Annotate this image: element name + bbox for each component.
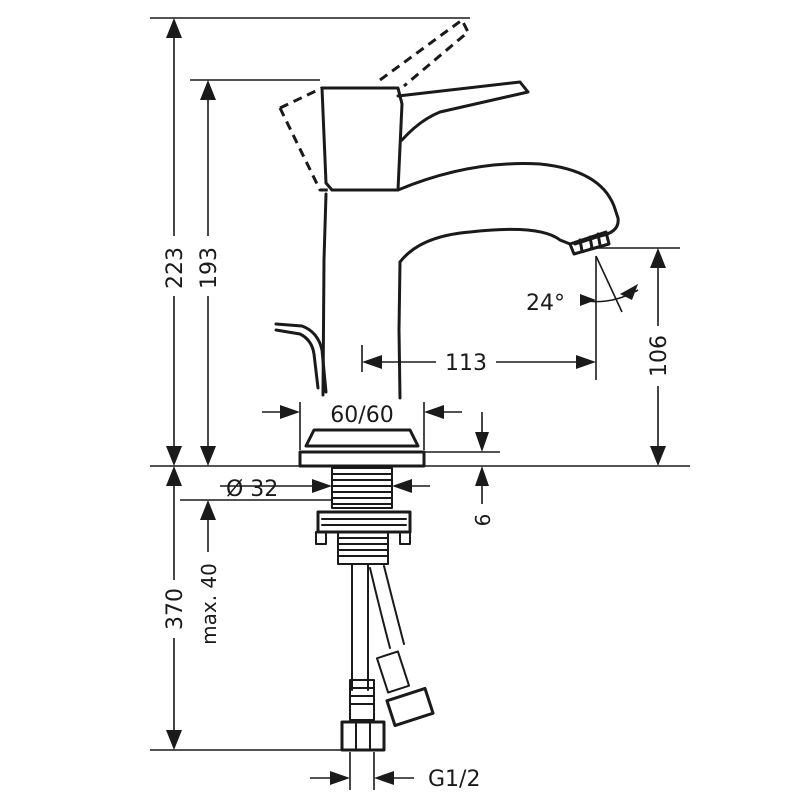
dim-6: 6: [471, 412, 495, 526]
dim-193: 193: [194, 80, 222, 466]
label-223: 223: [163, 247, 188, 289]
shank-thread: [331, 467, 393, 509]
dim-106: 106: [644, 248, 672, 466]
lock-nut: [316, 510, 412, 534]
label-60-60: 60/60: [330, 403, 393, 428]
hose-nut-right: [385, 686, 435, 728]
dim-g12: G1/2: [310, 752, 480, 792]
dim-60-60: 60/60: [262, 402, 462, 450]
popup-rod: [274, 322, 328, 394]
dim-223: 223: [160, 18, 188, 466]
spout-under: [398, 227, 572, 264]
mounting-shank: [315, 467, 412, 565]
label-max40: max. 40: [197, 563, 221, 645]
dim-d32: Ø 32: [220, 477, 430, 502]
body-right-edge: [397, 260, 402, 400]
label-24deg: 24°: [526, 291, 565, 316]
lever-open-dashed: [278, 18, 470, 192]
base-flare: [304, 428, 420, 448]
dim-113: 113: [361, 256, 597, 380]
faucet-body: [274, 18, 620, 468]
label-g12: G1/2: [428, 767, 480, 792]
handle-block: [320, 86, 404, 192]
spout-top: [330, 162, 620, 246]
hose-nut-left: [340, 720, 386, 752]
reference-lines: [150, 17, 690, 751]
label-6: 6: [471, 514, 495, 527]
lever: [396, 80, 530, 142]
label-106: 106: [647, 335, 672, 377]
supply-hoses: [340, 563, 435, 752]
label-193: 193: [197, 247, 222, 289]
label-370: 370: [163, 588, 188, 630]
hose-fitting-left: [349, 679, 375, 721]
dim-370: 370: [160, 466, 188, 750]
label-113: 113: [445, 351, 487, 376]
aerator: [568, 230, 611, 256]
base-plate: [298, 450, 426, 468]
dim-angle: 24°: [526, 255, 639, 316]
hose-fitting-right: [375, 650, 411, 694]
shank-lower: [337, 531, 389, 565]
dim-max40: max. 40: [197, 500, 221, 645]
label-d32: Ø 32: [226, 477, 278, 502]
